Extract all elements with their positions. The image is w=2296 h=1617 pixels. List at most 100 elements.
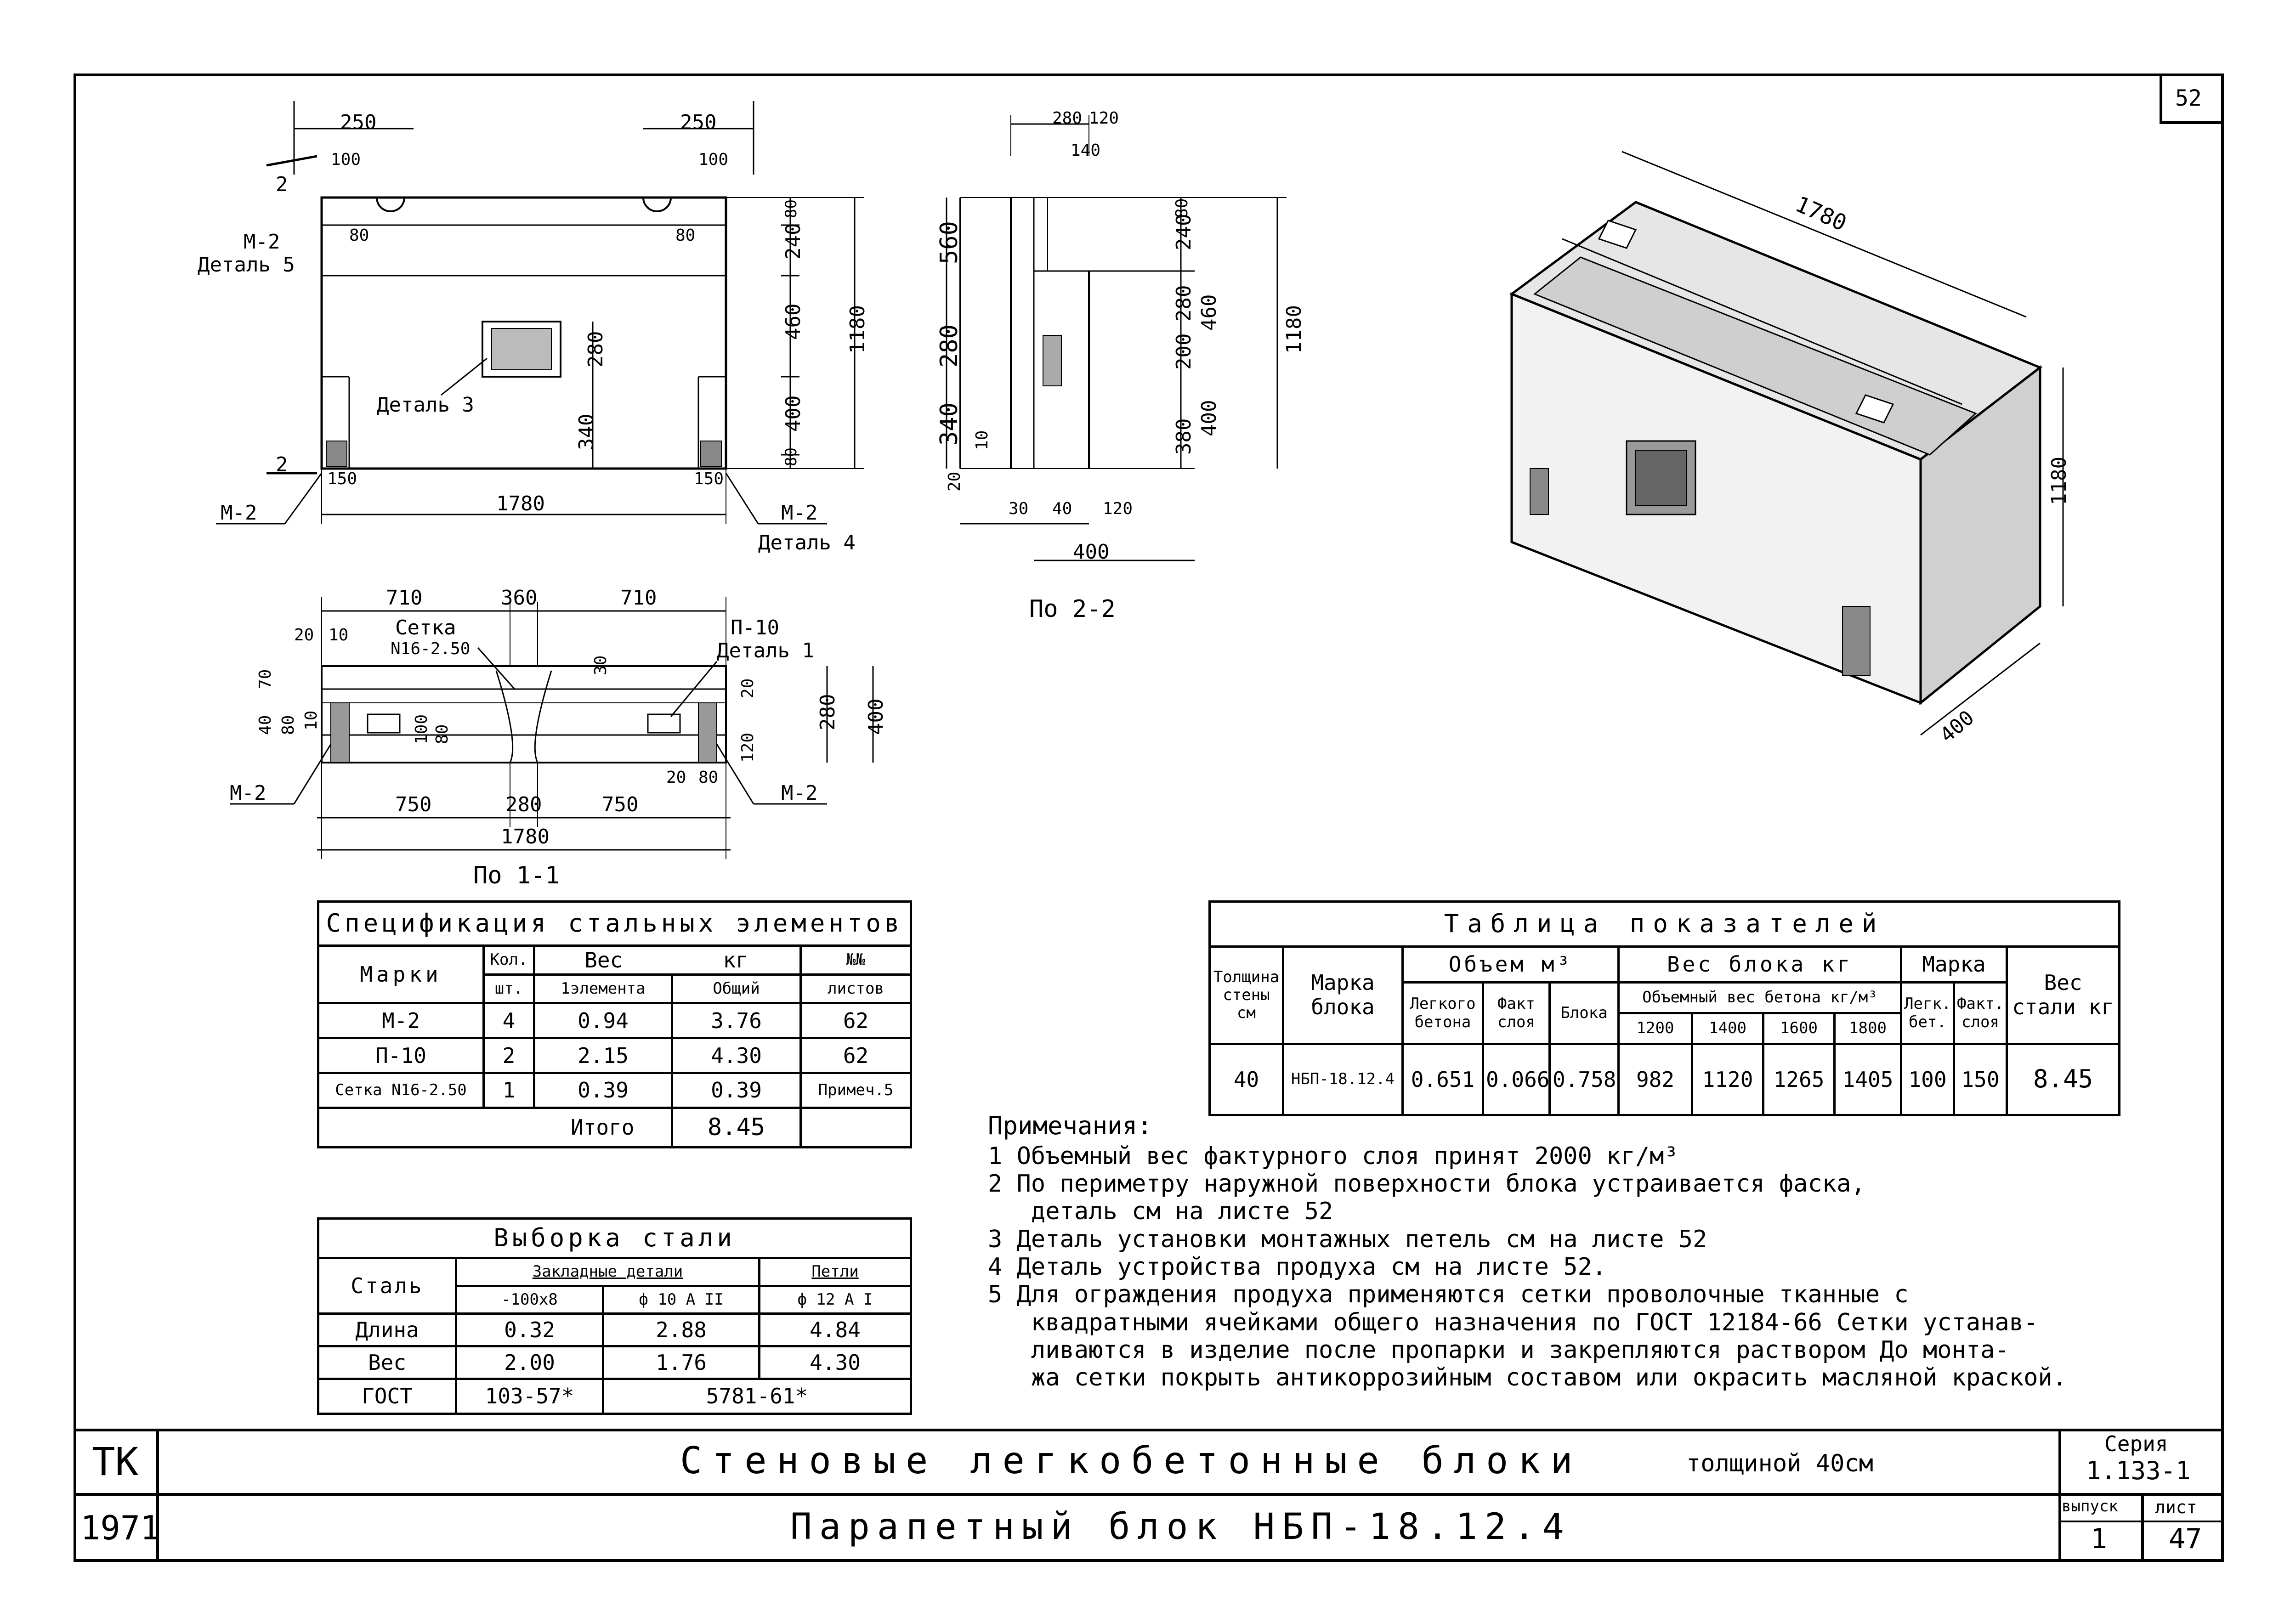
table-row: Вес 2.00 1.76 4.30	[317, 1345, 913, 1380]
steel-row-v3: 4.84	[758, 1312, 913, 1348]
plan-dim-100: 100	[412, 714, 431, 744]
iso-dim-1180: 1180	[2047, 457, 2071, 505]
spec-qty: 1	[482, 1072, 535, 1109]
sec22-dim-120: 120	[1089, 109, 1119, 128]
steel-gost-1: 103-57*	[455, 1378, 604, 1415]
sec22-dim-240: 240	[1172, 214, 1196, 250]
elev-label-m2-bottom-right: М-2	[781, 501, 818, 525]
spec-total: 0.39	[671, 1072, 802, 1109]
spec-mark: М-2	[317, 1002, 485, 1040]
issue-value: 1	[2091, 1523, 2108, 1555]
sec22-dim-1180: 1180	[1282, 305, 1306, 354]
steel-row-name: Вес	[317, 1345, 457, 1380]
sec22-dim-200: 200	[1172, 333, 1196, 370]
plan-label-grid: Сетка	[395, 616, 456, 639]
indicators-title: Таблица показателей	[1208, 900, 2121, 948]
ind-col-steel: Вес стали кг	[2005, 945, 2121, 1045]
sheet-label: лист	[2155, 1497, 2197, 1517]
ind-col-wall: Толщина стены см	[1208, 945, 1284, 1045]
note-line: жа сетки покрыть антикоррозийным составо…	[988, 1364, 2067, 1392]
plan-dim-80-mid: 80	[433, 724, 452, 744]
ind-mark: НБП-18.12.4	[1282, 1042, 1404, 1117]
steel-col-loops: Петли	[758, 1257, 913, 1287]
steel-sub-3: ф 12 А I	[758, 1284, 913, 1315]
ind-vol-block: 0.758	[1548, 1042, 1620, 1117]
table-row: Сетка N16-2.50 1 0.39 0.39 Примеч.5	[317, 1072, 913, 1109]
plan-dim-40: 40	[256, 715, 275, 735]
sec22-caption: По 2-2	[1029, 595, 1116, 623]
spec-col-sheets: №№	[799, 944, 913, 976]
steel-row-v1: 2.00	[455, 1345, 604, 1380]
spec-sheet: 62	[799, 1037, 913, 1074]
elev-dim-150-right: 150	[694, 469, 724, 488]
ind-col-grade: Марка	[1900, 945, 2008, 984]
spec-one: 0.94	[533, 1002, 673, 1040]
note-line: квадратными ячейками общего назначения п…	[988, 1308, 2038, 1336]
org-code: ТК	[92, 1439, 139, 1484]
spec-col-sheets2: листов	[799, 973, 913, 1005]
ind-grade-light: 100	[1900, 1042, 1955, 1117]
sheet-frame	[74, 74, 2224, 1562]
elev-dim-460: 460	[782, 303, 805, 340]
ind-steel: 8.45	[2005, 1042, 2121, 1117]
plan-dim-10: 10	[329, 626, 349, 645]
spec-sheet: Примеч.5	[799, 1072, 913, 1109]
plan-dim-10-left: 10	[302, 710, 321, 730]
plan-dim-80: 80	[279, 715, 298, 735]
sheet-value: 47	[2169, 1523, 2202, 1555]
steel-col-steel: Сталь	[317, 1256, 457, 1315]
title-block	[74, 1429, 2224, 1562]
steel-table: Выборка стали Сталь Закладные детали Пет…	[317, 1217, 913, 1415]
elev-label-detail3: Деталь 3	[377, 393, 474, 417]
elev-section-mark-bottom: 2	[276, 453, 288, 476]
elev-label-detail4: Деталь 4	[758, 531, 856, 554]
spec-col-weight-label: Вес	[584, 947, 623, 972]
spec-total-value: 8.45	[671, 1107, 802, 1148]
elev-dim-280: 280	[584, 331, 607, 368]
elev-dim-80-left: 80	[349, 226, 369, 245]
plan-label-m2-left: М-2	[230, 781, 266, 805]
table-row: ГОСТ 103-57* 5781-61*	[317, 1378, 913, 1415]
spec-total-spacer	[317, 1107, 534, 1148]
plan-dim-710-left: 710	[386, 586, 423, 610]
table-row: М-2 4 0.94 3.76 62	[317, 1002, 913, 1040]
spec-mark: П-10	[317, 1037, 485, 1074]
sec22-dim-120-bottom: 120	[1103, 499, 1133, 518]
steel-row-v1: 0.32	[455, 1312, 604, 1348]
plan-dim-20: 20	[294, 626, 314, 645]
sec22-dim-280: 280	[1052, 109, 1083, 128]
elev-dim-80-bottom-right: 80	[782, 447, 800, 466]
steel-title: Выборка стали	[317, 1217, 913, 1259]
ind-density-1400: 1400	[1691, 1012, 1764, 1045]
elev-dim-80-top-right: 80	[782, 199, 800, 218]
spec-col-total: Общий	[671, 973, 802, 1005]
sec22-dim-280-left: 280	[935, 324, 963, 368]
elev-section-mark-top: 2	[276, 173, 288, 196]
plan-dim-70: 70	[256, 669, 275, 689]
note-line: 5 Для ограждения продуха применяются сет…	[988, 1281, 1909, 1309]
ind-col-grade-light: Легк. бет.	[1900, 981, 1955, 1045]
spec-total: 4.30	[671, 1037, 802, 1074]
elev-dim-250-left: 250	[340, 111, 377, 134]
steel-row-v2: 2.88	[602, 1312, 760, 1348]
title-block-issue-divider	[2058, 1521, 2224, 1522]
steel-row-name: Длина	[317, 1312, 457, 1348]
indicators-table: Таблица показателей Толщина стены см Мар…	[1208, 900, 2121, 1117]
elev-label-m2-top: М-2	[244, 230, 280, 254]
elev-dim-80-right: 80	[675, 226, 696, 245]
spec-col-weight: Вес	[533, 944, 672, 976]
plan-dim-20-bottom: 20	[666, 768, 686, 787]
spec-col-marks: Марки	[317, 944, 485, 1005]
sec22-dim-280-right: 280	[1172, 285, 1196, 322]
plan-dim-120: 120	[738, 732, 757, 763]
ind-w1200: 982	[1617, 1042, 1693, 1117]
table-row: 40 НБП-18.12.4 0.651 0.066 0.758 982 112…	[1208, 1042, 2121, 1117]
plan-dim-280: 280	[816, 694, 839, 730]
title-thickness: толщиной 40см	[1686, 1450, 1873, 1477]
plan-dim-710-right: 710	[620, 586, 657, 610]
spec-total-label: Итого	[534, 1107, 673, 1148]
issue-label: выпуск	[2062, 1497, 2118, 1515]
note-line: 1 Объемный вес фактурного слоя принят 20…	[988, 1142, 1678, 1170]
page-number: 52	[2175, 85, 2202, 111]
elev-dim-400: 400	[782, 395, 805, 432]
